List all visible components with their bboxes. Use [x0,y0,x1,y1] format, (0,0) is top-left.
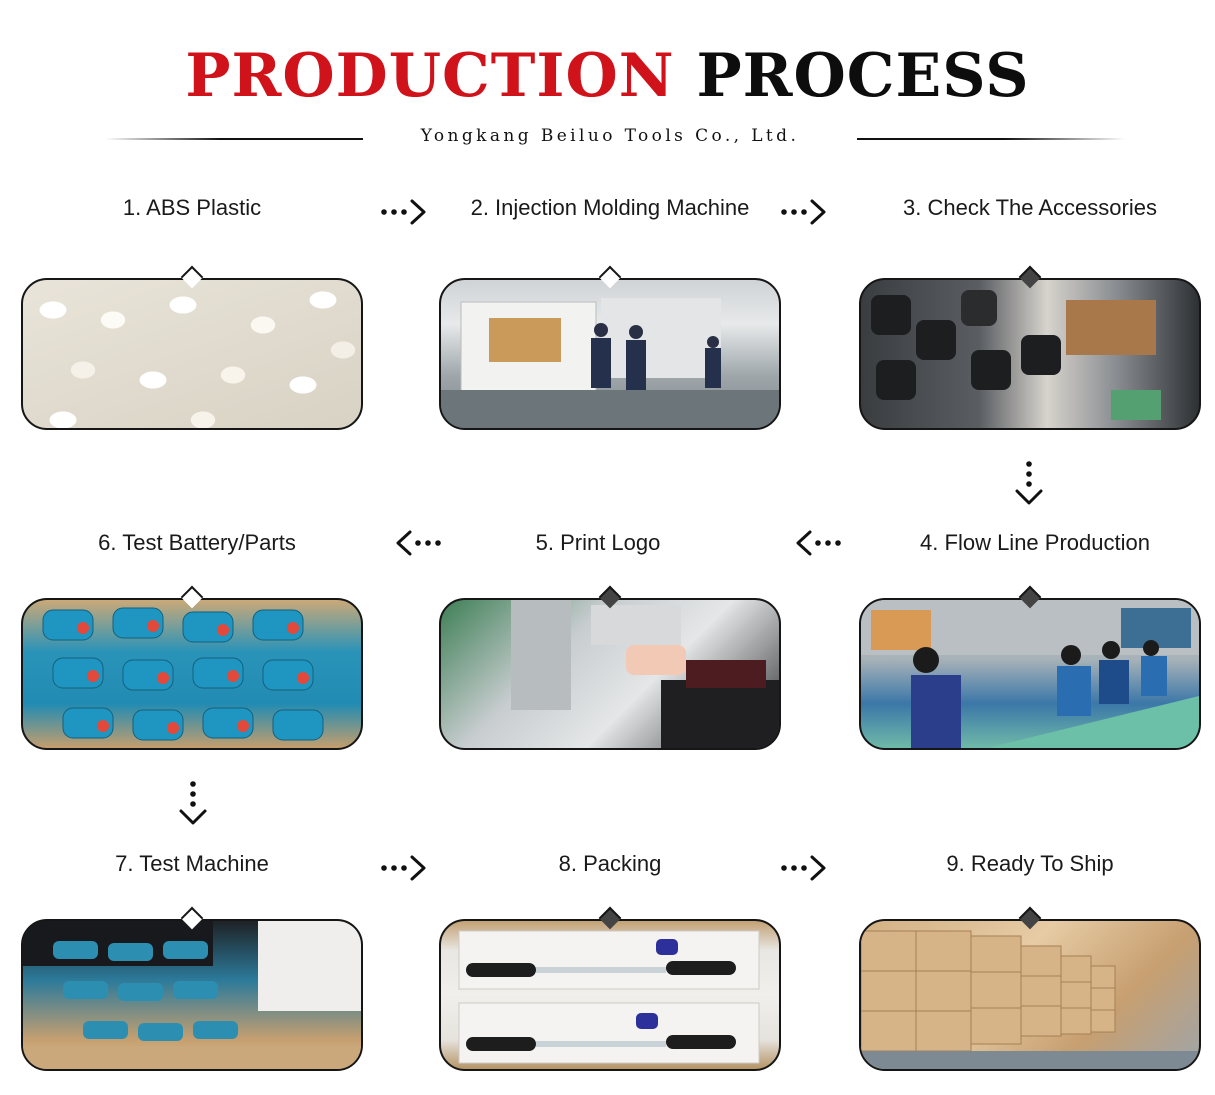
dotted-arrow-left-icon [796,530,841,556]
page-title: PRODUCTION PROCESS [0,38,1215,114]
step-6-photo [21,598,363,750]
dotted-arrow-right-icon [381,855,426,881]
step-2-label: 2. Injection Molding Machine [470,195,750,220]
flow-line-scene [861,600,1199,748]
step-2-photo [439,278,781,430]
title-black: PROCESS [696,41,1030,111]
step-1-label: 1. ABS Plastic [122,195,262,220]
dotted-arrow-right-icon [381,199,426,225]
accessories-scene [871,290,1161,420]
step-1-photo [21,278,363,430]
company-subtitle: Yongkang Beiluo Tools Co., Ltd. [420,126,800,146]
print-logo-scene [511,600,779,748]
step-9-label: 9. Ready To Ship [946,851,1114,876]
packing-scene [458,930,760,1064]
dotted-arrow-down-icon [179,781,207,825]
subtitle-row: Yongkang Beiluo Tools Co., Ltd. [0,124,1215,154]
step-4-label: 4. Flow Line Production [920,530,1150,555]
title-red: PRODUCTION [185,41,675,111]
test-machine-scene [23,921,361,1069]
step-7-label: 7. Test Machine [115,851,269,876]
step-5-label: 5. Print Logo [535,530,661,555]
step-8-photo [439,919,781,1071]
divider-left [105,138,363,140]
dotted-arrow-right-icon [781,855,826,881]
dotted-arrow-left-icon [396,530,441,556]
step-4-photo [859,598,1201,750]
factory-scene [441,298,779,428]
step-3-label: 3. Check The Accessories [903,195,1157,220]
dotted-arrow-down-icon [1015,461,1043,505]
step-9-photo [859,919,1201,1071]
divider-right [857,138,1125,140]
step-7-photo [21,919,363,1071]
step-6-label: 6. Test Battery/Parts [98,530,296,555]
dotted-arrow-right-icon [781,199,826,225]
step-8-label: 8. Packing [558,851,662,876]
battery-parts-scene [42,607,324,741]
step-5-photo [439,598,781,750]
warehouse-scene [861,930,1199,1069]
step-3-photo [859,278,1201,430]
